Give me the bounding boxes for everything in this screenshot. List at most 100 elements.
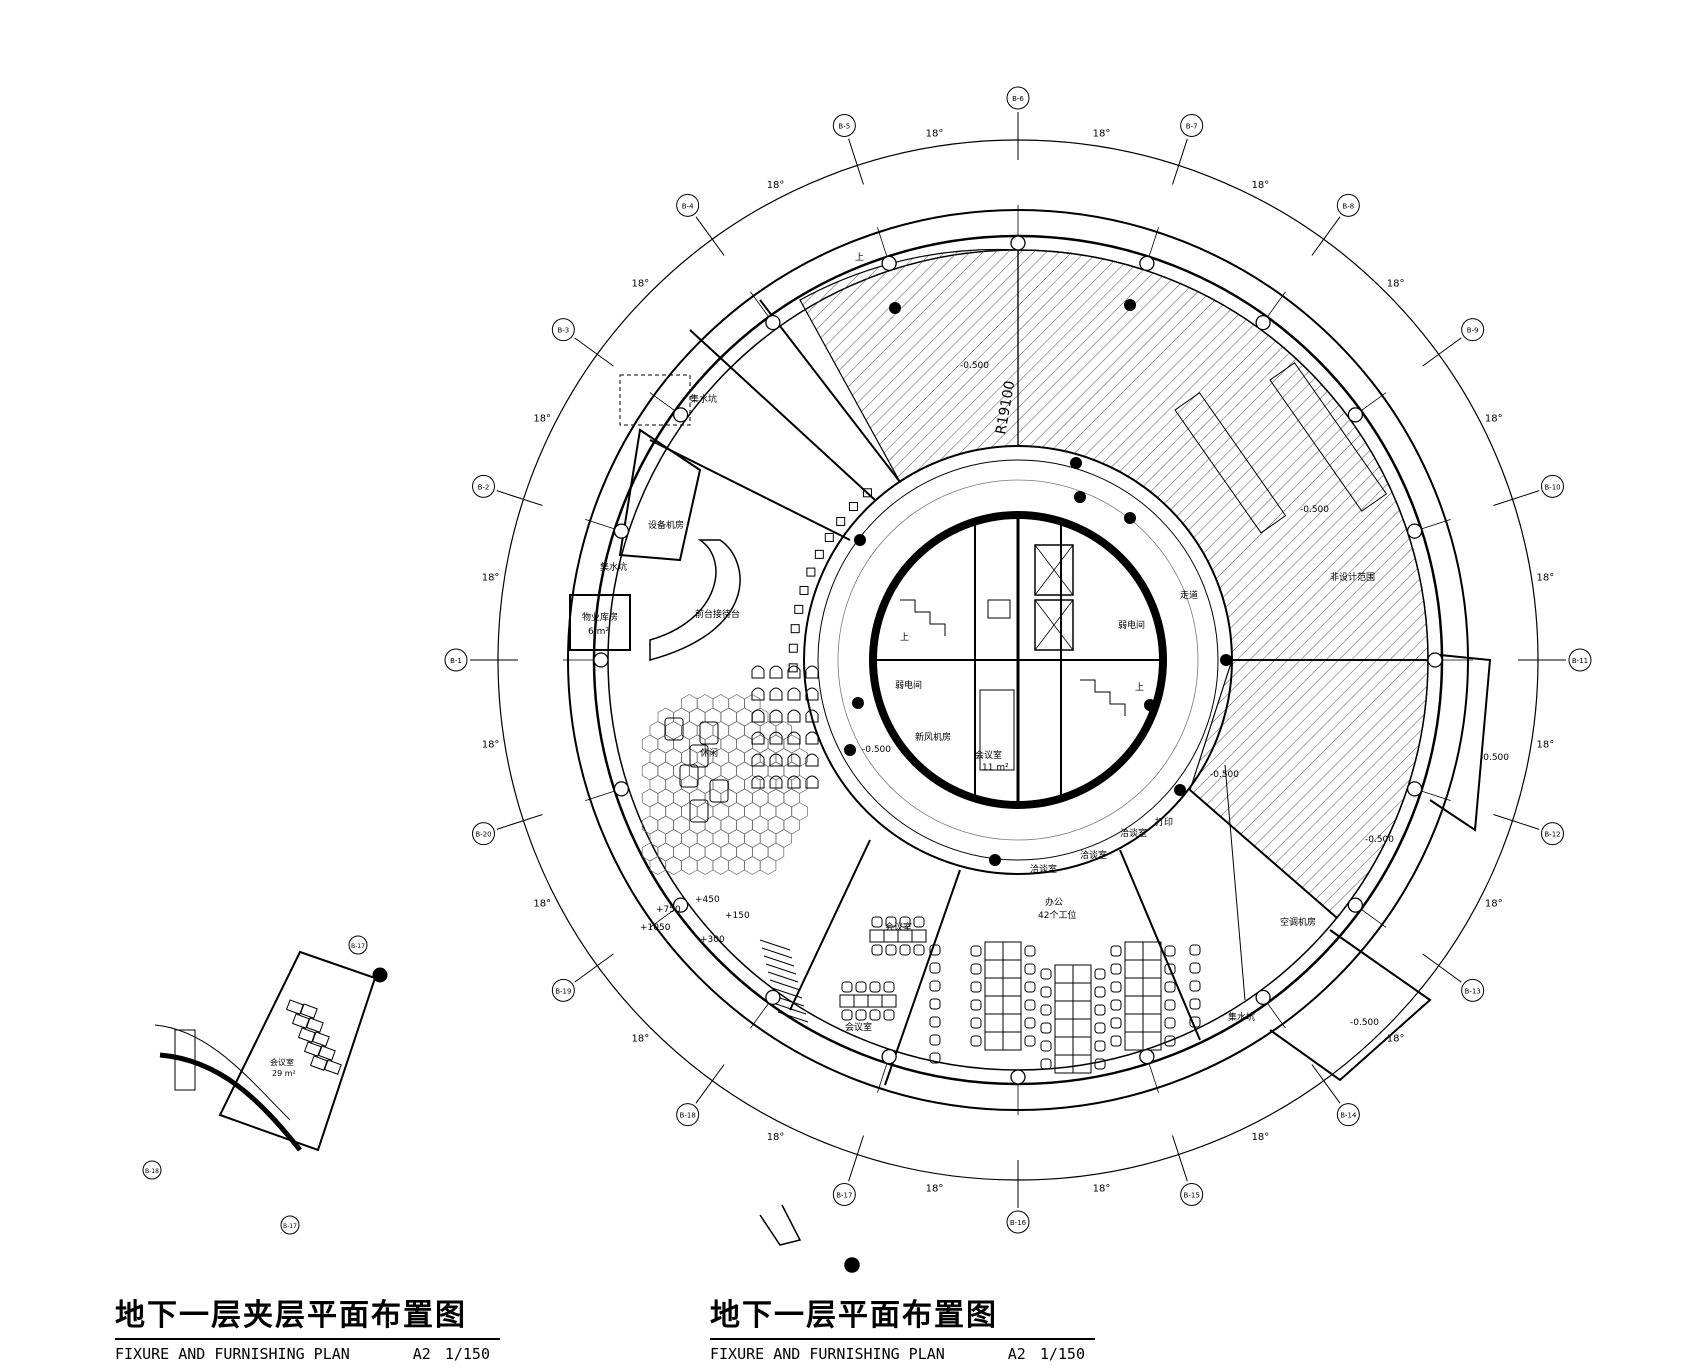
axis-label: B-3 [557,327,569,335]
lounge-chair [787,709,801,723]
interior-column [1144,699,1156,711]
chair [871,916,883,928]
chair [1024,1035,1036,1047]
desk [1124,995,1144,1015]
bench-seat [788,643,798,653]
stair-up-1: 上 [900,632,909,643]
axis-label: B-4 [682,202,694,210]
room-lounge: 休闲 [700,747,718,759]
desk [911,929,927,943]
room-weak-current-2: 弱电间 [1118,619,1145,631]
chair [1024,1017,1036,1029]
angle-label: 18° [1252,1132,1270,1143]
lounge-chair [751,753,765,767]
perimeter-column [672,897,689,913]
angle-label: 18° [767,1132,785,1143]
lounge-chair [787,665,801,679]
desk [1124,941,1144,961]
axis-bubble [1006,86,1030,110]
lounge-chair [787,775,801,789]
chair [1040,968,1052,980]
axis-line [848,1135,864,1182]
axis-line [1172,138,1188,185]
lounge-chair [769,709,783,723]
chair [1164,999,1176,1011]
angle-label: 18° [1537,572,1555,583]
partition-walls [649,299,1492,1086]
axis-bubble [551,978,575,1002]
mezzanine-plan: 会议室 29 m² B-17 B-17 B-18 [142,935,388,1235]
stair-tread [761,947,793,959]
desk [881,994,897,1008]
chair [1024,981,1036,993]
mezz-room-area: 29 m² [272,1069,296,1078]
angle-label: 18° [1252,180,1270,191]
lounge-chair [805,753,819,767]
room-meeting-center-area: 11 m² [982,763,1009,773]
axis-line [496,814,543,830]
perimeter-column [1139,1048,1155,1065]
axis-bubble [676,1103,700,1127]
chair [1189,1016,1201,1028]
bench-seat [799,585,809,595]
core-structure [869,511,1167,809]
lounge-chair [805,731,819,745]
stair-up-2: 上 [1135,682,1144,693]
mezz-desk [285,999,304,1015]
axis-bubble [1336,193,1360,217]
structural-columns [593,235,1443,1085]
desk [1142,977,1162,997]
chair [1040,986,1052,998]
room-office-desks: 42个工位 [1038,909,1076,921]
chair [929,1016,941,1028]
chair [869,1009,881,1021]
axis-bubble [1568,648,1592,672]
angle-label: 18° [533,898,551,909]
axis-label: B-17 [836,1191,852,1199]
service-rooms [569,374,741,661]
axis-label: B-19 [555,987,571,995]
axis-label: B-6 [1012,95,1024,103]
desk [1142,959,1162,979]
chair [883,1009,895,1021]
desk [1072,1054,1092,1074]
chair [913,944,925,956]
lounge-chair [787,731,801,745]
angle-label: 18° [1093,129,1111,140]
axis-bubble [676,193,700,217]
bench-seat [836,516,846,526]
chair [871,944,883,956]
mezz-desk [317,1045,336,1061]
desk [1142,941,1162,961]
bench-seat [862,488,872,498]
axis-label: B-2 [478,483,490,491]
chair [1189,944,1201,956]
room-print: 打印 [1155,816,1173,828]
lounge-chair [769,687,783,701]
axis-label: B-10 [1544,483,1560,491]
axis-label: B-14 [1340,1112,1357,1120]
interior-column [989,854,1001,866]
axis-label: B-16 [1010,1219,1027,1227]
room-office: 办公 [1045,896,1063,908]
desk [1072,964,1092,984]
desk [984,1031,1004,1051]
desk [1002,941,1022,961]
chair [929,944,941,956]
sofa [664,717,684,741]
stair-tread [775,1003,807,1015]
chair [899,944,911,956]
axis-line [574,337,614,367]
mezz-room-name: 会议室 [270,1057,294,1067]
hex-tile [641,761,659,781]
duct [1174,392,1287,534]
angle-label: 18° [632,1034,650,1045]
perimeter-column [1427,652,1443,668]
room-meeting-1: 会议室 [885,921,912,933]
mezz-desk [303,1041,322,1057]
chair [1040,1040,1052,1052]
room-corridor: 走道 [1180,589,1198,601]
title-block-mezzanine: 地下一层夹层平面布置图 FIXURE AND FURNISHING PLAN A… [115,1290,500,1363]
chair [970,963,982,975]
